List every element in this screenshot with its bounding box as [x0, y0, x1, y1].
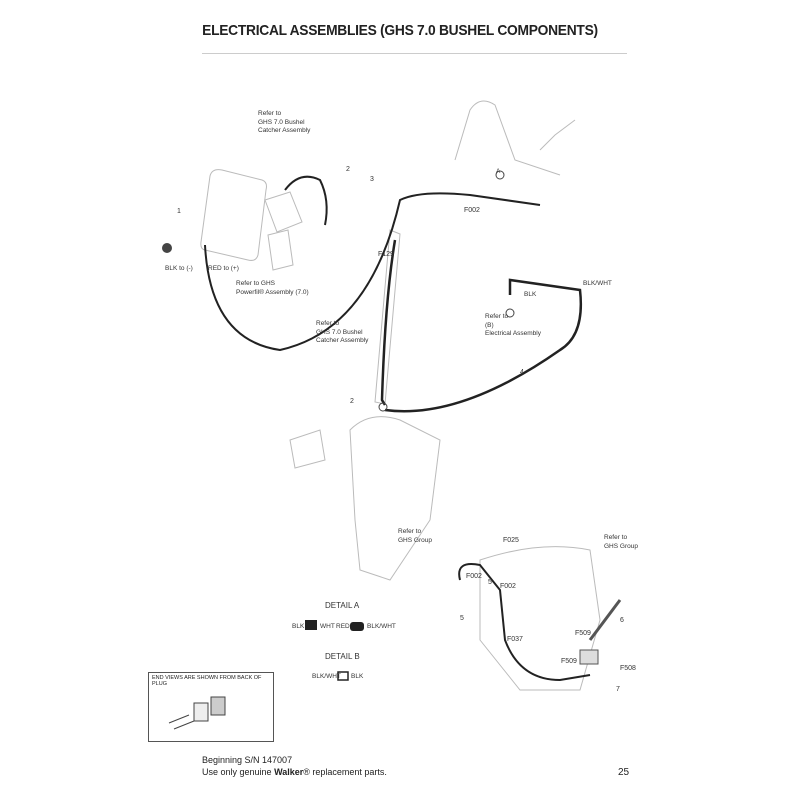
callout-3: 3 [370, 176, 374, 183]
top-harness [454, 100, 576, 176]
footer-brand: Walker [274, 767, 304, 777]
footer-note-end: ® replacement parts. [303, 767, 387, 777]
red-to-pos: RED to (+) [208, 265, 239, 272]
callout-2b: 2 [350, 398, 354, 405]
title-divider [202, 53, 627, 54]
callout-f002c: F002 [500, 583, 516, 590]
label-blk-wht: BLK/WHT [583, 280, 612, 287]
callout-5a: 5 [488, 579, 492, 586]
door-panel [200, 169, 267, 261]
callout-f509a: F509 [575, 630, 591, 637]
detail-a-wht: WHT [320, 623, 335, 630]
callout-1: 1 [177, 208, 181, 215]
plug-illustration [168, 696, 226, 730]
detail-b-blkwht: BLK/WHT [312, 673, 341, 680]
footer-serial: Beginning S/N 147007 [202, 755, 293, 765]
callout-4: 4 [520, 369, 524, 376]
switch [579, 649, 599, 665]
detail-a-plugs [305, 620, 364, 631]
refer-electrical: Refer to (B) Electrical Assembly [485, 313, 541, 337]
detail-b-plug [337, 671, 349, 681]
refer-catcher-mid: Refer to GHS 7.0 Bushel Catcher Assembly [316, 320, 369, 344]
grommet [378, 402, 388, 412]
harness-motor [284, 175, 328, 226]
housing [479, 546, 601, 691]
callout-f025: F025 [503, 537, 519, 544]
callout-7: 7 [616, 686, 620, 693]
detail-b-title: DETAIL B [325, 652, 360, 661]
harness-main [204, 192, 541, 352]
end-view-box: END VIEWS ARE SHOWN FROM BACK OF PLUG [148, 672, 274, 742]
refer-ghs-group-2: Refer to GHS Group [604, 534, 638, 550]
detail-a-red: RED [336, 623, 350, 630]
harness-4 [380, 239, 582, 413]
detail-a-blk: BLK [292, 623, 305, 630]
detail-a-title: DETAIL A [325, 601, 360, 610]
lever [588, 599, 622, 641]
label-blk: BLK [524, 291, 537, 298]
callout-6: 6 [620, 617, 624, 624]
callout-f002a: F002 [464, 207, 480, 214]
callout-f129: F129 [378, 251, 394, 258]
callout-5b: 5 [460, 615, 464, 622]
detail-b-blk: BLK [351, 673, 364, 680]
page-title: ELECTRICAL ASSEMBLIES (GHS 7.0 BUSHEL CO… [202, 22, 598, 39]
callout-f002b: F002 [466, 573, 482, 580]
callout-2: 2 [346, 166, 350, 173]
refer-ghs-group-1: Refer to GHS Group [398, 528, 432, 544]
callout-f037: F037 [507, 636, 523, 643]
footer-note: Use only genuine Walker® replacement par… [202, 767, 387, 777]
callout-f509b: F509 [561, 658, 577, 665]
connector-1 [162, 243, 172, 253]
chute [289, 416, 441, 581]
harness-lower [458, 563, 591, 682]
callout-a: A [496, 168, 501, 175]
detail-a-blkwht: BLK/WHT [367, 623, 396, 630]
page-number: 25 [618, 767, 630, 778]
blk-to-neg: BLK to (-) [165, 265, 193, 272]
end-view-note: END VIEWS ARE SHOWN FROM BACK OF PLUG [152, 675, 262, 687]
refer-catcher-top: Refer to GHS 7.0 Bushel Catcher Assembly [258, 110, 311, 134]
callout-f508: F508 [620, 665, 636, 672]
footer-note-text: Use only genuine [202, 767, 275, 777]
refer-powerfil: Refer to GHS Powerfil® Assembly (7.0) [236, 280, 309, 296]
motor [264, 191, 303, 271]
